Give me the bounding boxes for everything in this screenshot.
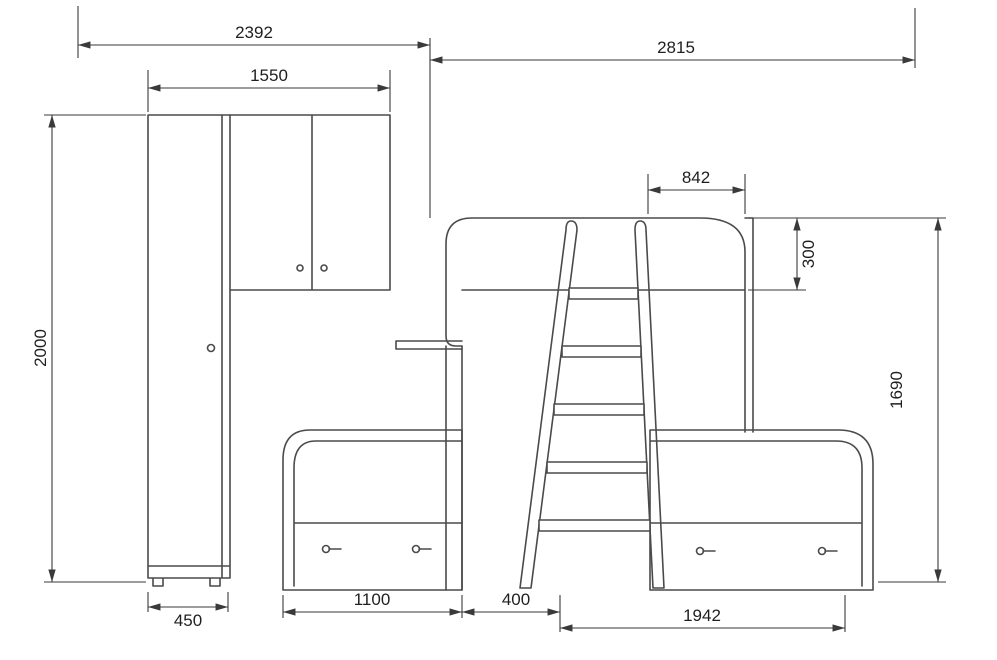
right-bed-outline [649,429,874,591]
dim-label-upper-bed-overhang: 842 [682,168,710,187]
dim-label-right-bed-length: 1942 [683,606,721,625]
dim-extension-lines [756,217,946,583]
upper-bunk-outline [445,217,754,433]
dim-upper-bed-overhang: 842 [647,168,746,214]
left-bed [282,429,463,591]
left-bed-drawer-handle-2-icon [411,544,421,554]
right-bed [649,429,874,591]
corner-unit [395,340,463,591]
left-bed-outline [282,429,463,591]
dim-right-bed-length: 1942 [560,595,846,632]
right-bed-drawer-handle-2-icon [817,546,827,556]
furniture [147,114,874,591]
dim-label-left-bed-length: 1100 [354,590,391,609]
cupboard-right-handle-icon [320,264,328,272]
cupboards-outline [229,114,391,291]
dim-label-overall-height: 2000 [31,329,50,367]
ladder [519,220,665,589]
cupboard-left-handle-icon [296,264,304,272]
dimensions: 2392 2815 1550 842 300 2000 [31,6,946,632]
dim-total-right-run: 2815 [430,8,916,68]
dim-ladder-span: 400 [462,590,561,632]
dim-label-right-section-height: 1690 [887,371,906,409]
dim-cupboard-run: 1550 [147,66,391,112]
wardrobe-door-handle-icon [206,343,216,353]
dim-total-left-run: 2392 [77,6,431,218]
dim-label-upper-rail-height: 300 [799,240,818,268]
dim-right-section-height: 1690 [756,217,946,583]
dim-upper-rail-height: 300 [748,217,818,291]
dim-label-ladder-span: 400 [502,590,530,609]
overhead-cupboards [229,114,391,291]
right-bed-drawer-handle-1-icon [695,546,705,556]
dim-extension-lines [44,114,146,583]
dim-label-total-right-run: 2815 [657,38,695,57]
corner-post-outline [445,345,463,591]
dim-left-bed-length: 1100 [282,590,463,618]
left-bed-drawer-handle-1-icon [321,544,331,554]
dim-extension-lines [147,592,229,612]
dim-extension-lines [647,174,746,214]
corner-shelf-outline [395,340,463,350]
dim-extension-lines [77,6,431,218]
dim-overall-height: 2000 [31,114,146,583]
wardrobe-outline [147,114,231,587]
dim-label-wardrobe-depth: 450 [174,611,202,630]
wardrobe [147,114,231,587]
ladder-rungs [538,287,651,532]
upper-bunk [445,217,754,433]
dim-wardrobe-depth: 450 [147,592,229,630]
dim-label-cupboard-run: 1550 [250,66,288,85]
dim-label-total-left-run: 2392 [235,23,273,42]
